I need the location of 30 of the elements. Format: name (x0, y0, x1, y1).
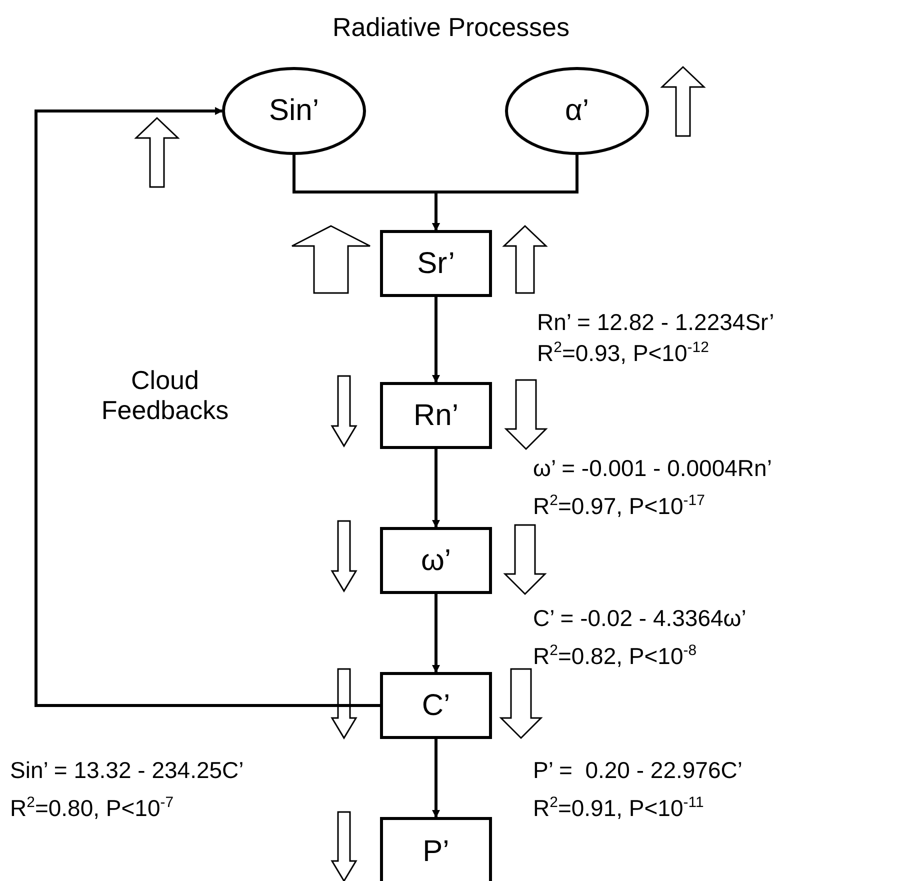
regression-equation: Sin’ = 13.32 - 234.25C’ (10, 757, 244, 784)
node-label: α’ (564, 94, 589, 128)
node-label: Sin’ (268, 94, 320, 128)
regression-equation: R$^{2}$=0.91, P<10$^{-11}$ (533, 795, 704, 822)
regression-equation: R$^{2}$=0.80, P<10$^{-7}$ (10, 795, 174, 822)
regression-equation: ω’ = -0.001 - 0.0004Rn’ (533, 455, 772, 482)
variable-box (380, 817, 492, 881)
node-label: Sr’ (417, 246, 455, 280)
variable-box (380, 230, 492, 297)
arrow (432, 155, 578, 231)
node-label: ω’ (420, 544, 452, 578)
arrow (432, 594, 440, 673)
annotation-text: Cloud Feedbacks (100, 366, 230, 426)
arrow (34, 107, 380, 707)
arrow (432, 739, 440, 818)
node-label: C’ (422, 688, 450, 722)
regression-equation: R$^{2}$=0.97, P<10$^{-17}$ (533, 493, 705, 520)
regression-equation: Rn’ = 12.82 - 1.2234Sr’ (537, 309, 774, 336)
arrow (432, 449, 440, 528)
regression-equation: P’ = 0.20 - 22.976C’ (533, 757, 742, 784)
node-label: Rn’ (413, 398, 458, 432)
node-label: P’ (422, 835, 450, 869)
regression-equation: C’ = -0.02 - 4.3364ω’ (533, 605, 746, 632)
diagram-title: Radiative Processes (332, 12, 570, 43)
arrow (432, 297, 440, 383)
variable-box (380, 672, 492, 739)
variable-box (380, 527, 492, 594)
regression-equation: R$^{2}$=0.82, P<10$^{-8}$ (533, 643, 697, 670)
variable-box (380, 382, 492, 449)
regression-equation: R$^{2}$=0.93, P<10$^{-12}$ (537, 340, 709, 366)
